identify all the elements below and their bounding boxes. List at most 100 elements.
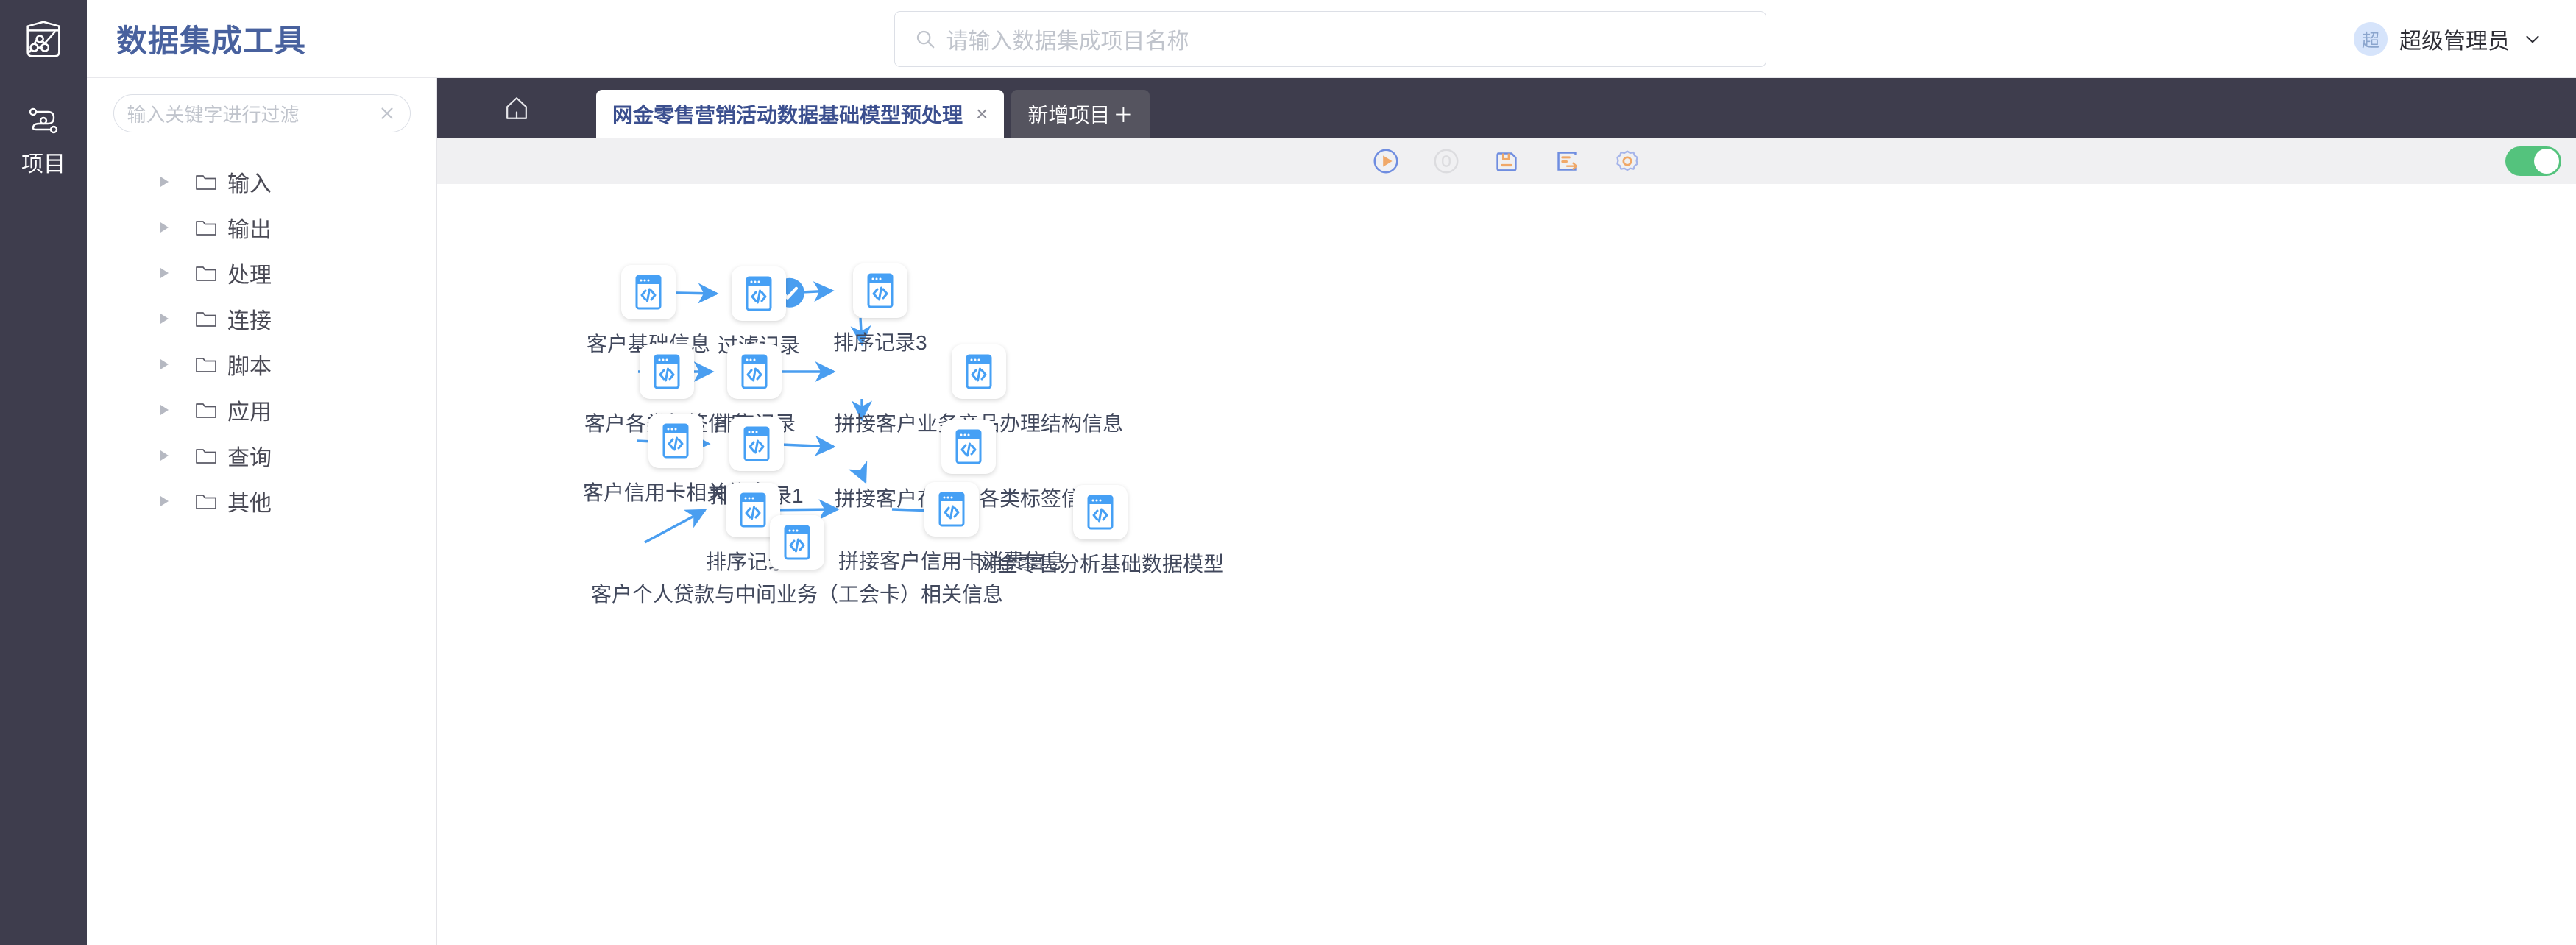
expand-triangle-icon[interactable] [160,496,169,506]
node-label: 排序记录3 [833,331,927,354]
flow-edge[interactable] [848,460,868,484]
save-button[interactable] [1490,144,1524,178]
canvas-toolbar [437,138,2576,184]
node-icon[interactable] [732,266,786,321]
expand-triangle-icon[interactable] [160,450,169,461]
node-icon[interactable] [770,515,824,570]
folder-icon [196,175,216,190]
expand-triangle-icon[interactable] [160,359,169,369]
flow-node[interactable]: 网金零售分析基础数据模型 [977,485,1224,578]
tab-close-icon[interactable]: × [976,102,988,125]
app-logo[interactable] [0,0,87,78]
code-window-icon [741,354,768,389]
node-icon[interactable] [727,344,782,399]
search-area: 请输入数据集成项目名称 [306,10,2354,67]
expand-triangle-icon[interactable] [160,222,169,233]
tab-label: 网金零售营销活动数据基础模型预处理 [612,104,963,127]
expand-triangle-icon[interactable] [160,177,169,187]
export-button[interactable] [1550,144,1584,178]
folder-icon [196,266,216,281]
run-button[interactable] [1369,144,1403,178]
tab-add-project[interactable]: 新增项目 ＋ [1011,90,1150,138]
save-disk-icon [1496,152,1517,171]
chevron-down-icon [2526,35,2539,43]
code-window-icon [1087,495,1114,530]
node-icon[interactable] [1073,485,1128,539]
tree-node[interactable]: 处理 [87,250,436,296]
flow-node[interactable]: 客户个人贷款与中间业务（工会卡）相关信息 [591,515,1003,608]
project-panel: 输入关键字进行过滤 输入输出处理连接脚本应用查询其他 [87,78,437,945]
tree-node-label: 输出 [227,218,272,242]
top-header: 数据集成工具 请输入数据集成项目名称 超 超级管理员 [0,0,2576,78]
search-placeholder: 请输入数据集成项目名称 [946,29,1189,54]
canvas-toggle[interactable] [2505,146,2561,176]
expand-triangle-icon[interactable] [160,268,169,278]
flow-node[interactable]: 拼接客户信用卡消费信息 [838,482,1065,575]
node-icon[interactable] [924,482,979,537]
code-window-icon [867,273,894,308]
home-icon [506,97,527,119]
user-menu[interactable]: 超 超级管理员 [2354,21,2542,56]
tab-add-label: 新增项目 [1027,104,1111,127]
code-window-icon [746,276,772,311]
search-input[interactable]: 请输入数据集成项目名称 [894,10,1766,67]
tree-filter-input[interactable]: 输入关键字进行过滤 [113,94,411,132]
code-window-icon [654,354,680,389]
flow-edge[interactable] [644,509,707,544]
code-window-icon [635,275,662,310]
tree-node[interactable]: 应用 [87,387,436,433]
expand-triangle-icon[interactable] [160,405,169,415]
stop-circle-icon [1434,149,1459,174]
node-icon[interactable] [640,344,694,399]
clear-circle-icon[interactable] [378,104,397,123]
flow-edge[interactable] [850,317,871,347]
tree-node-label: 其他 [227,492,272,516]
folder-icon [196,358,216,372]
rail-item-label: 项目 [21,152,66,177]
node-label: 网金零售分析基础数据模型 [977,553,1225,576]
node-label: 客户个人贷款与中间业务（工会卡）相关信息 [591,583,1004,606]
folder-icon [196,221,216,236]
search-icon [916,30,934,48]
node-icon[interactable] [952,344,1006,399]
node-icon[interactable] [852,263,907,318]
component-tree: 输入输出处理连接脚本应用查询其他 [87,149,436,524]
tree-node-label: 脚本 [227,355,272,379]
folder-icon [196,312,216,327]
tab-strip: 网金零售营销活动数据基础模型预处理 × 新增项目 ＋ [437,78,2576,138]
code-window-icon [740,492,766,528]
tab-project-active[interactable]: 网金零售营销活动数据基础模型预处理 × [596,90,1005,138]
rail-item-projects[interactable]: 项目 [0,103,87,178]
node-icon[interactable] [648,414,703,468]
export-arrow-icon [1557,152,1578,171]
node-icon[interactable] [941,420,996,474]
code-window-icon [938,492,965,527]
node-icon[interactable] [621,265,676,319]
tree-node[interactable]: 输入 [87,159,436,205]
tree-node[interactable]: 其他 [87,478,436,524]
tree-node-label: 输入 [227,172,272,197]
toggle-knob [2534,149,2559,174]
avatar: 超 [2354,21,2388,56]
play-circle-icon [1373,149,1398,174]
code-window-icon [955,429,982,464]
tree-node[interactable]: 脚本 [87,341,436,387]
settings-button[interactable] [1610,144,1644,178]
tree-node[interactable]: 输出 [87,205,436,250]
node-icon[interactable] [729,417,784,471]
left-rail: 项目 [0,78,87,945]
data-cube-chart-icon [26,20,60,57]
tree-node[interactable]: 查询 [87,433,436,478]
app-title: 数据集成工具 [116,24,307,58]
tree-node-label: 查询 [227,446,272,470]
stop-button[interactable] [1429,144,1463,178]
folder-icon [196,403,216,418]
flow-node[interactable]: 排序记录3 [833,263,927,356]
tree-filter-placeholder: 输入关键字进行过滤 [127,103,300,126]
tree-node[interactable]: 连接 [87,296,436,341]
expand-triangle-icon[interactable] [160,314,169,324]
tree-node-label: 应用 [227,400,272,425]
home-button[interactable] [437,78,596,138]
flow-canvas[interactable]: 客户基础信息过滤记录排序记录3客户各类标签信息排序记录拼接客户业务产品办理结构信… [437,184,2576,945]
